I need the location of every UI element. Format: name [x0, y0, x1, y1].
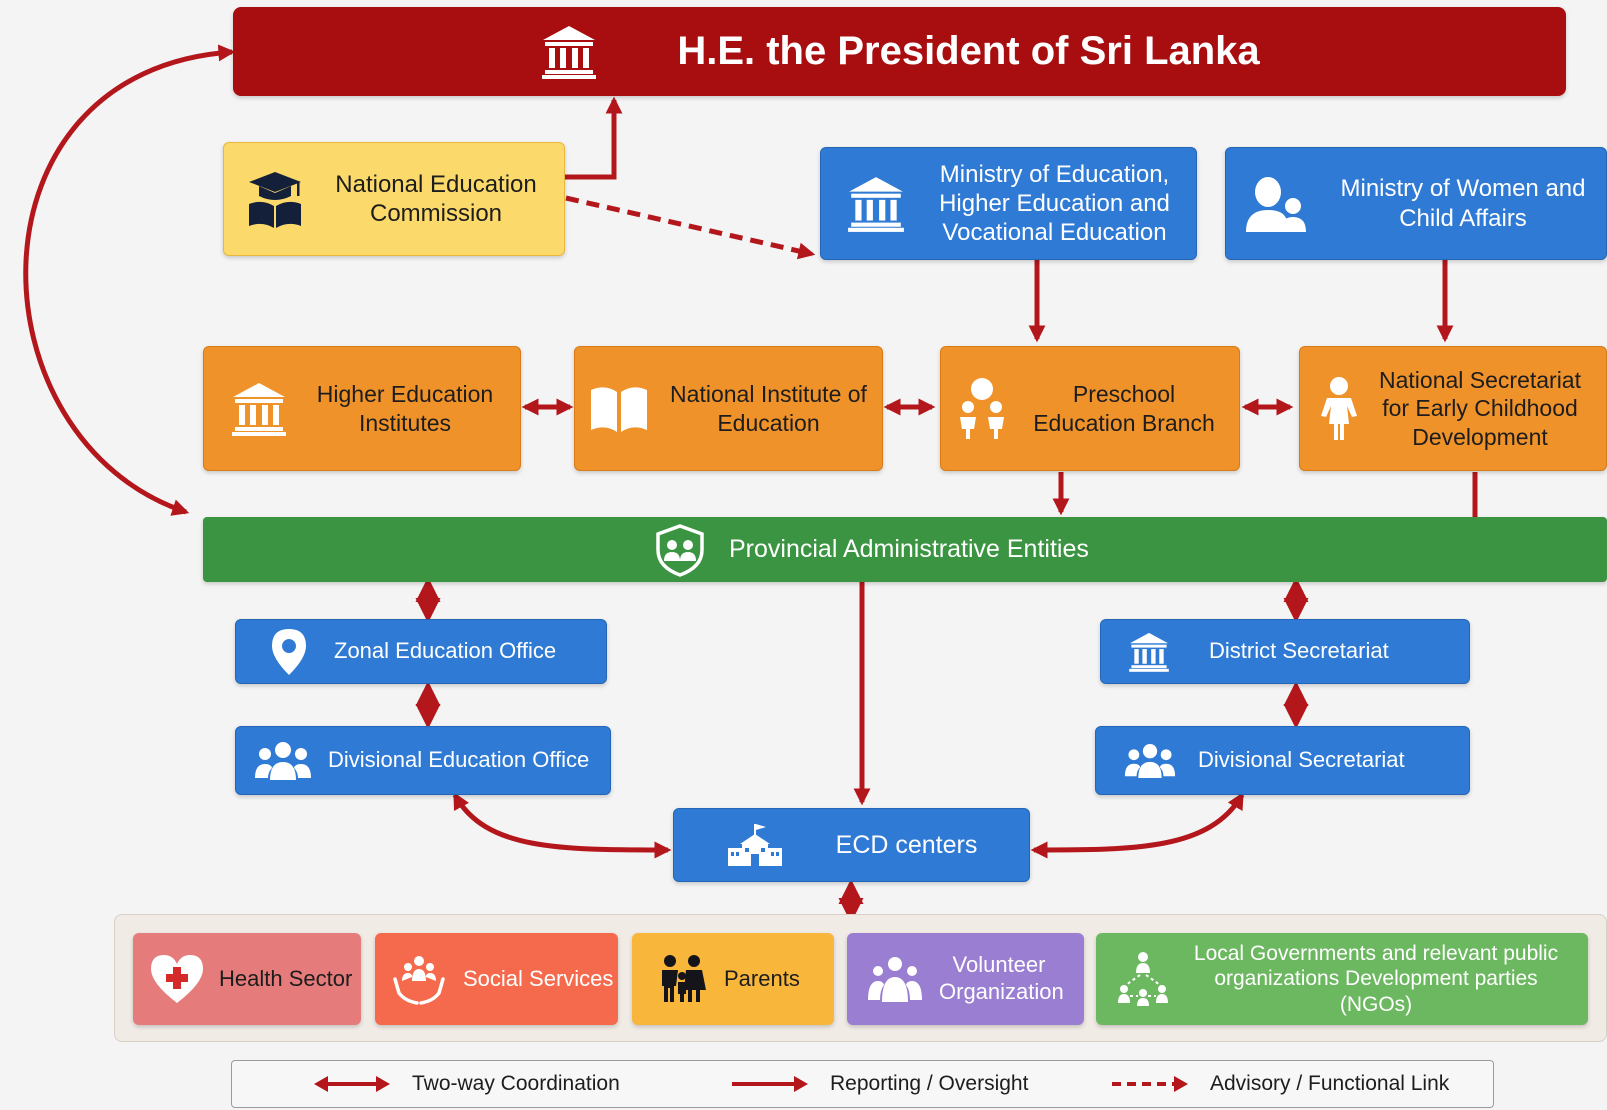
divisional-education-label: Divisional Education Office [328, 747, 590, 773]
divisional-secretariat-label: Divisional Secretariat [1198, 747, 1405, 773]
stakeholder-health-sector: Health Sector [133, 933, 361, 1025]
nec-label: National Education Commission [335, 170, 537, 227]
ministry-of-women-box: Ministry of Women and Child Affairs [1225, 147, 1607, 260]
preschool-label: Preschool Education Branch [1033, 381, 1215, 436]
divisional-secretariat-ecd-arrow [1030, 792, 1245, 859]
mother-child-icon [1244, 174, 1308, 234]
preschool-education-branch-box: Preschool Education Branch [940, 346, 1240, 471]
stakeholder-local-governments: Local Governments and relevant public or… [1096, 933, 1588, 1025]
national-secretariat-ecd-box: National Secretariat for Early Childhood… [1299, 346, 1607, 471]
provincial-label: Provincial Administrative Entities [729, 535, 1089, 564]
group-icon [254, 740, 312, 782]
stakeholder-label: Volunteer Organization [939, 952, 1064, 1004]
stakeholder-label: Local Governments and relevant public or… [1193, 941, 1559, 1016]
legend-two-way: Two-way Coordination [314, 1061, 620, 1107]
ministry-women-label: Ministry of Women and Child Affairs [1340, 175, 1586, 232]
legend-two-way-label: Two-way Coordination [412, 1072, 620, 1095]
institution-icon [845, 173, 907, 235]
legend-advisory-label: Advisory / Functional Link [1210, 1072, 1450, 1095]
secretariat-ecd-label: National Secretariat for Early Childhood… [1379, 367, 1581, 450]
school-icon [726, 822, 784, 868]
dashed-arrow-icon [1112, 1076, 1188, 1092]
institution-icon [1127, 630, 1171, 674]
open-book-icon [589, 384, 649, 434]
higher-education-label: Higher Education Institutes [316, 381, 494, 436]
stakeholder-parents: Parents [632, 933, 834, 1025]
national-institute-of-education-box: National Institute of Education [574, 346, 883, 471]
heart-cross-icon [149, 953, 205, 1005]
zonal-education-office-box: Zonal Education Office [235, 619, 607, 684]
location-pin-icon [270, 627, 308, 677]
district-secretariat-box: District Secretariat [1100, 619, 1470, 684]
ministry-education-label: Ministry of Education, Higher Education … [939, 160, 1170, 247]
stakeholder-social-services: Social Services [375, 933, 618, 1025]
ecd-centers-box: ECD centers [673, 808, 1030, 882]
nie-label: National Institute of Education [670, 381, 867, 436]
care-hands-icon [391, 951, 447, 1007]
district-label: District Secretariat [1209, 638, 1389, 664]
higher-education-institutes-box: Higher Education Institutes [203, 346, 521, 471]
nec-advisory-arrow [565, 195, 816, 260]
ministry-of-education-box: Ministry of Education, Higher Education … [820, 147, 1197, 260]
ecd-label: ECD centers [835, 830, 978, 859]
group-icon [867, 954, 923, 1004]
stakeholder-label: Parents [724, 965, 800, 991]
legend-reporting-label: Reporting / Oversight [830, 1072, 1029, 1095]
arrow-icon [732, 1076, 808, 1092]
divisional-secretariat-box: Divisional Secretariat [1095, 726, 1470, 795]
graduation-book-icon [247, 168, 303, 230]
legend: Two-way Coordination Reporting / Oversig… [231, 1060, 1494, 1108]
stakeholder-volunteer-organization: Volunteer Organization [847, 933, 1084, 1025]
parents-icon [658, 954, 706, 1004]
shield-people-icon [653, 523, 707, 577]
group-icon [1124, 742, 1176, 780]
zonal-label: Zonal Education Office [334, 638, 557, 664]
double-arrow-icon [314, 1076, 390, 1092]
provincial-administrative-entities-bar: Provincial Administrative Entities [203, 517, 1607, 582]
institution-icon [229, 379, 289, 439]
president-title: H.E. the President of Sri Lanka [677, 29, 1260, 74]
legend-advisory: Advisory / Functional Link [1112, 1061, 1449, 1107]
stakeholder-label: Health Sector [219, 965, 353, 991]
president-box: H.E. the President of Sri Lanka [233, 7, 1566, 96]
legend-reporting: Reporting / Oversight [732, 1061, 1028, 1107]
president-to-provincial-arrow [23, 44, 236, 516]
stakeholder-label: Social Services [463, 965, 614, 991]
institution-icon [539, 22, 599, 82]
children-icon [956, 377, 1010, 441]
national-education-commission-box: National Education Commission [223, 142, 565, 256]
child-icon [1319, 376, 1359, 442]
divisional-education-office-box: Divisional Education Office [235, 726, 611, 795]
divisional-education-ecd-arrow [452, 792, 672, 859]
nec-to-president-arrow [552, 96, 623, 180]
network-icon [1116, 951, 1170, 1007]
